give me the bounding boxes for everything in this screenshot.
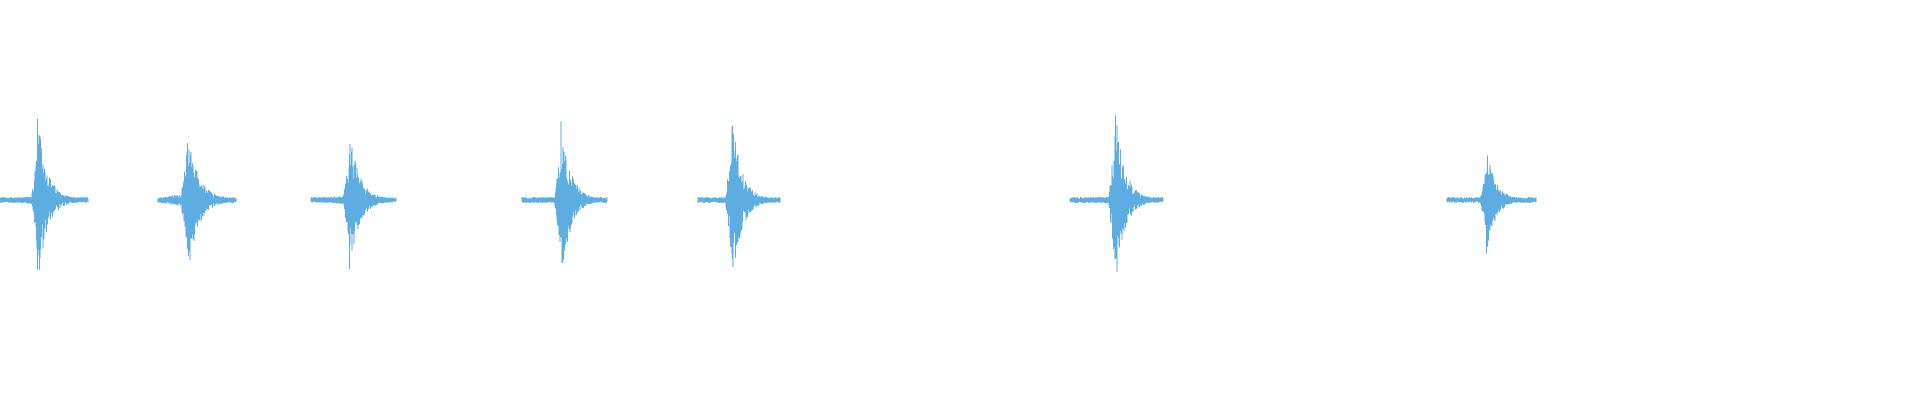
waveform-burst-6 xyxy=(1069,115,1164,272)
waveform-burst-1 xyxy=(0,119,89,270)
waveform-burst-7 xyxy=(1446,155,1537,254)
waveform-burst-3 xyxy=(310,143,397,269)
waveform-burst-4 xyxy=(521,121,608,263)
waveform-bursts xyxy=(0,115,1537,272)
waveform-burst-2 xyxy=(157,143,237,261)
waveform-burst-5 xyxy=(697,126,781,268)
